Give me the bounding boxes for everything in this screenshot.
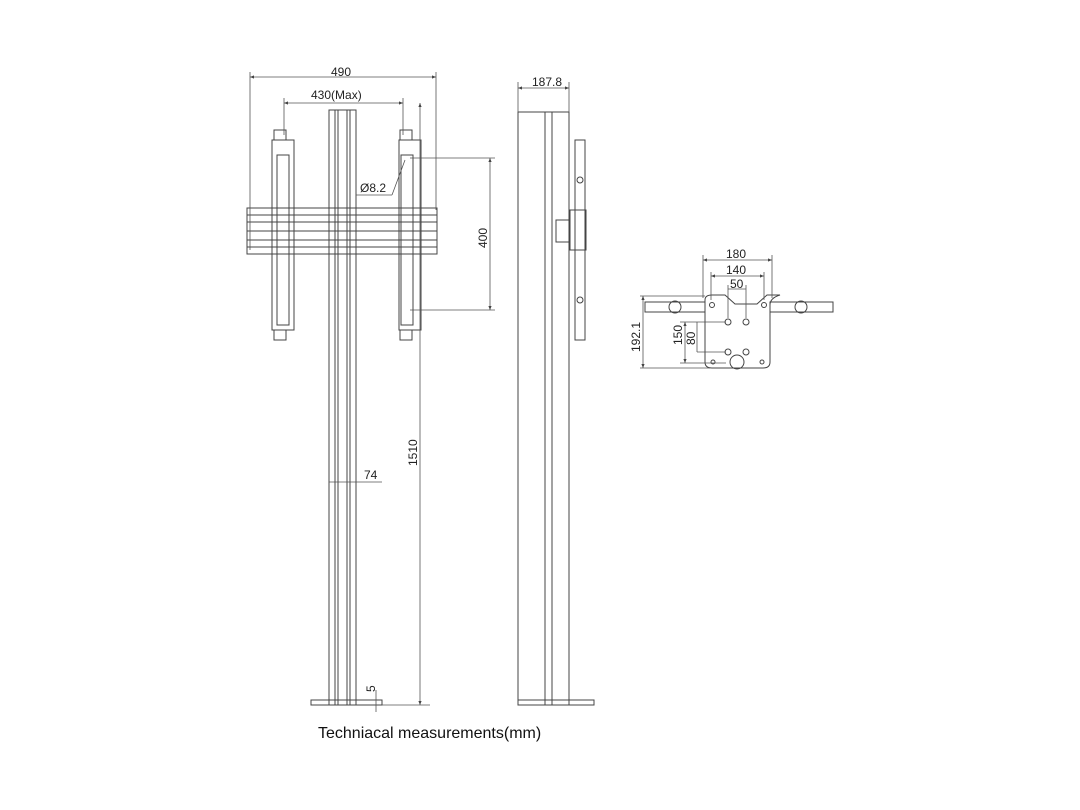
dim-400: 400 <box>476 228 490 248</box>
dim-490: 490 <box>331 65 351 79</box>
right-bracket <box>398 129 422 341</box>
dim-1510: 1510 <box>406 439 420 466</box>
dim-5: 5 <box>364 685 378 692</box>
plate-view <box>640 255 834 370</box>
dim-192-1: 192.1 <box>629 322 643 352</box>
dim-140: 140 <box>726 263 746 277</box>
dim-50: 50 <box>730 277 744 291</box>
side-view <box>517 82 595 706</box>
dim-150: 150 <box>671 325 685 345</box>
caption: Techniacal measurements(mm) <box>318 725 542 742</box>
left-bracket <box>271 129 295 341</box>
front-view <box>246 72 495 712</box>
column <box>328 109 357 706</box>
dim-hole-diameter: Ø8.2 <box>360 181 386 195</box>
dim-430-max: 430(Max) <box>311 88 362 102</box>
base-plate <box>310 699 383 706</box>
dim-74: 74 <box>364 468 378 482</box>
dim-80: 80 <box>684 331 698 345</box>
dim-187-8: 187.8 <box>532 75 562 89</box>
dim-180: 180 <box>726 247 746 261</box>
side-column <box>517 111 570 706</box>
